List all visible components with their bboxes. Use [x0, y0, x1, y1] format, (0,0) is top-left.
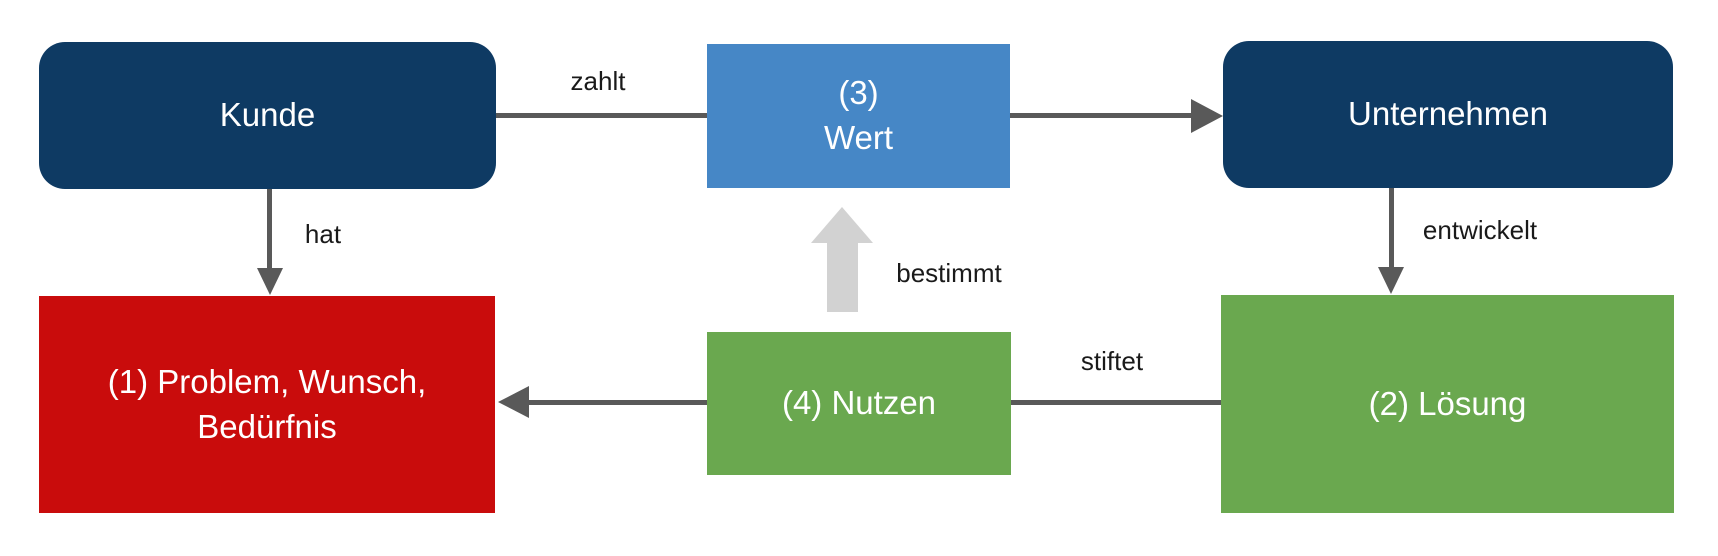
edge-unternehmen-to-loesung: [1389, 188, 1394, 268]
node-problem-label: (1) Problem, Wunsch, Bedürfnis: [107, 362, 427, 445]
arrowhead-down-icon: [1378, 267, 1404, 294]
node-problem-wunsch-beduerfnis: (1) Problem, Wunsch, Bedürfnis: [39, 296, 495, 513]
edge-kunde-to-problem: [267, 189, 272, 269]
node-unternehmen: Unternehmen: [1223, 41, 1673, 188]
edge-label-zahlt: zahlt: [570, 66, 626, 96]
edge-nutzen-to-wert: [827, 242, 858, 312]
arrowhead-up-icon: [811, 207, 873, 243]
edge-label-stiftet: stiftet: [1080, 346, 1144, 376]
node-wert: (3) Wert: [707, 44, 1010, 188]
node-nutzen-label: (4) Nutzen: [781, 384, 937, 422]
arrowhead-left-icon: [498, 386, 529, 418]
edge-label-entwickelt: entwickelt: [1422, 215, 1538, 245]
node-loesung: (2) Lösung: [1221, 295, 1674, 513]
edge-label-bestimmt: bestimmt: [896, 258, 1002, 288]
edge-kunde-to-wert: [496, 113, 707, 118]
edge-label-hat: hat: [304, 219, 342, 249]
node-kunde: Kunde: [39, 42, 496, 189]
arrowhead-down-icon: [257, 268, 283, 295]
node-unternehmen-label: Unternehmen: [1348, 95, 1548, 133]
arrowhead-right-icon: [1191, 99, 1223, 133]
edge-wert-to-unternehmen: [1010, 113, 1191, 118]
node-kunde-label: Kunde: [219, 96, 316, 134]
node-nutzen: (4) Nutzen: [707, 332, 1011, 475]
node-wert-label: (3) Wert: [823, 74, 894, 156]
node-loesung-label: (2) Lösung: [1368, 384, 1527, 422]
